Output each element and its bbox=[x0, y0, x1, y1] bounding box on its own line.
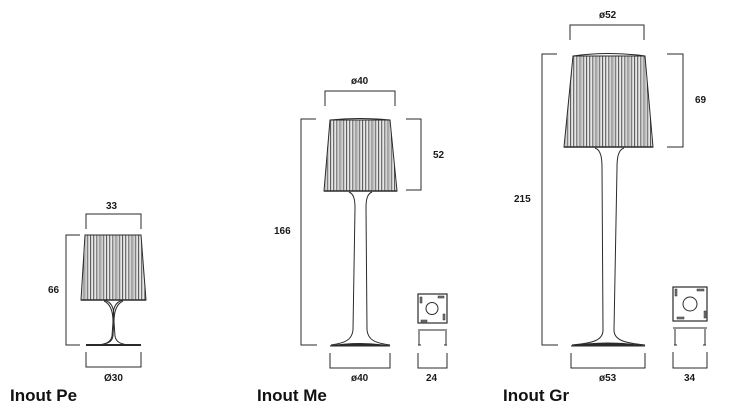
lamp-shade bbox=[323, 119, 398, 192]
lamp-base bbox=[329, 343, 391, 347]
dim-label-shade-width: 33 bbox=[106, 201, 118, 212]
dim-bracket-shade-diameter bbox=[324, 90, 396, 106]
dim-label-square-base-width: 24 bbox=[426, 373, 438, 384]
lamp-base bbox=[570, 342, 646, 347]
dim-label-total-height: 215 bbox=[514, 194, 531, 205]
dim-bracket-shade-diameter bbox=[569, 24, 645, 40]
lamp-stem bbox=[330, 191, 356, 346]
dim-label-total-height: 166 bbox=[274, 226, 291, 237]
product-name-inout-gr: Inout Gr bbox=[503, 386, 570, 405]
lamp-inout-me bbox=[300, 90, 448, 369]
dim-label-base-diameter: Ø30 bbox=[104, 373, 123, 384]
lamp-shade bbox=[80, 234, 147, 301]
dim-bracket-base-diameter bbox=[570, 353, 646, 369]
lamp-stem bbox=[571, 147, 604, 346]
dim-bracket-total-height bbox=[300, 118, 317, 346]
lamp-shade bbox=[563, 55, 654, 148]
lamp-inout-gr bbox=[541, 24, 708, 369]
dim-label-base-diameter: ø53 bbox=[599, 373, 617, 384]
dim-label-base-diameter: ø40 bbox=[351, 373, 369, 384]
product-name-inout-pe: Inout Pe bbox=[10, 386, 78, 405]
dim-bracket-square-width bbox=[417, 353, 448, 369]
dim-bracket-shade-height bbox=[667, 53, 684, 148]
dim-label-shade-height: 69 bbox=[695, 95, 707, 106]
dim-label-total-height: 66 bbox=[48, 285, 60, 296]
lamp-base bbox=[86, 344, 141, 346]
dim-bracket-total-height bbox=[65, 234, 80, 346]
dim-label-square-base-width: 34 bbox=[684, 373, 696, 384]
product-name-inout-me: Inout Me bbox=[257, 386, 327, 405]
dim-bracket-total-height bbox=[541, 53, 558, 346]
dim-bracket-base-diameter bbox=[85, 352, 142, 368]
dim-bracket-base-diameter bbox=[329, 353, 391, 369]
dim-bracket-square-width bbox=[672, 352, 708, 369]
dim-bracket-shade-width bbox=[85, 213, 142, 229]
square-base-top-view bbox=[417, 293, 448, 324]
square-base-top-view bbox=[672, 286, 708, 322]
dim-label-shade-height: 52 bbox=[433, 150, 445, 161]
dim-label-shade-diameter: ø40 bbox=[351, 76, 369, 87]
dim-bracket-shade-height bbox=[406, 118, 422, 191]
lamp-inout-pe bbox=[65, 213, 147, 368]
dim-label-shade-diameter: ø52 bbox=[599, 10, 617, 21]
